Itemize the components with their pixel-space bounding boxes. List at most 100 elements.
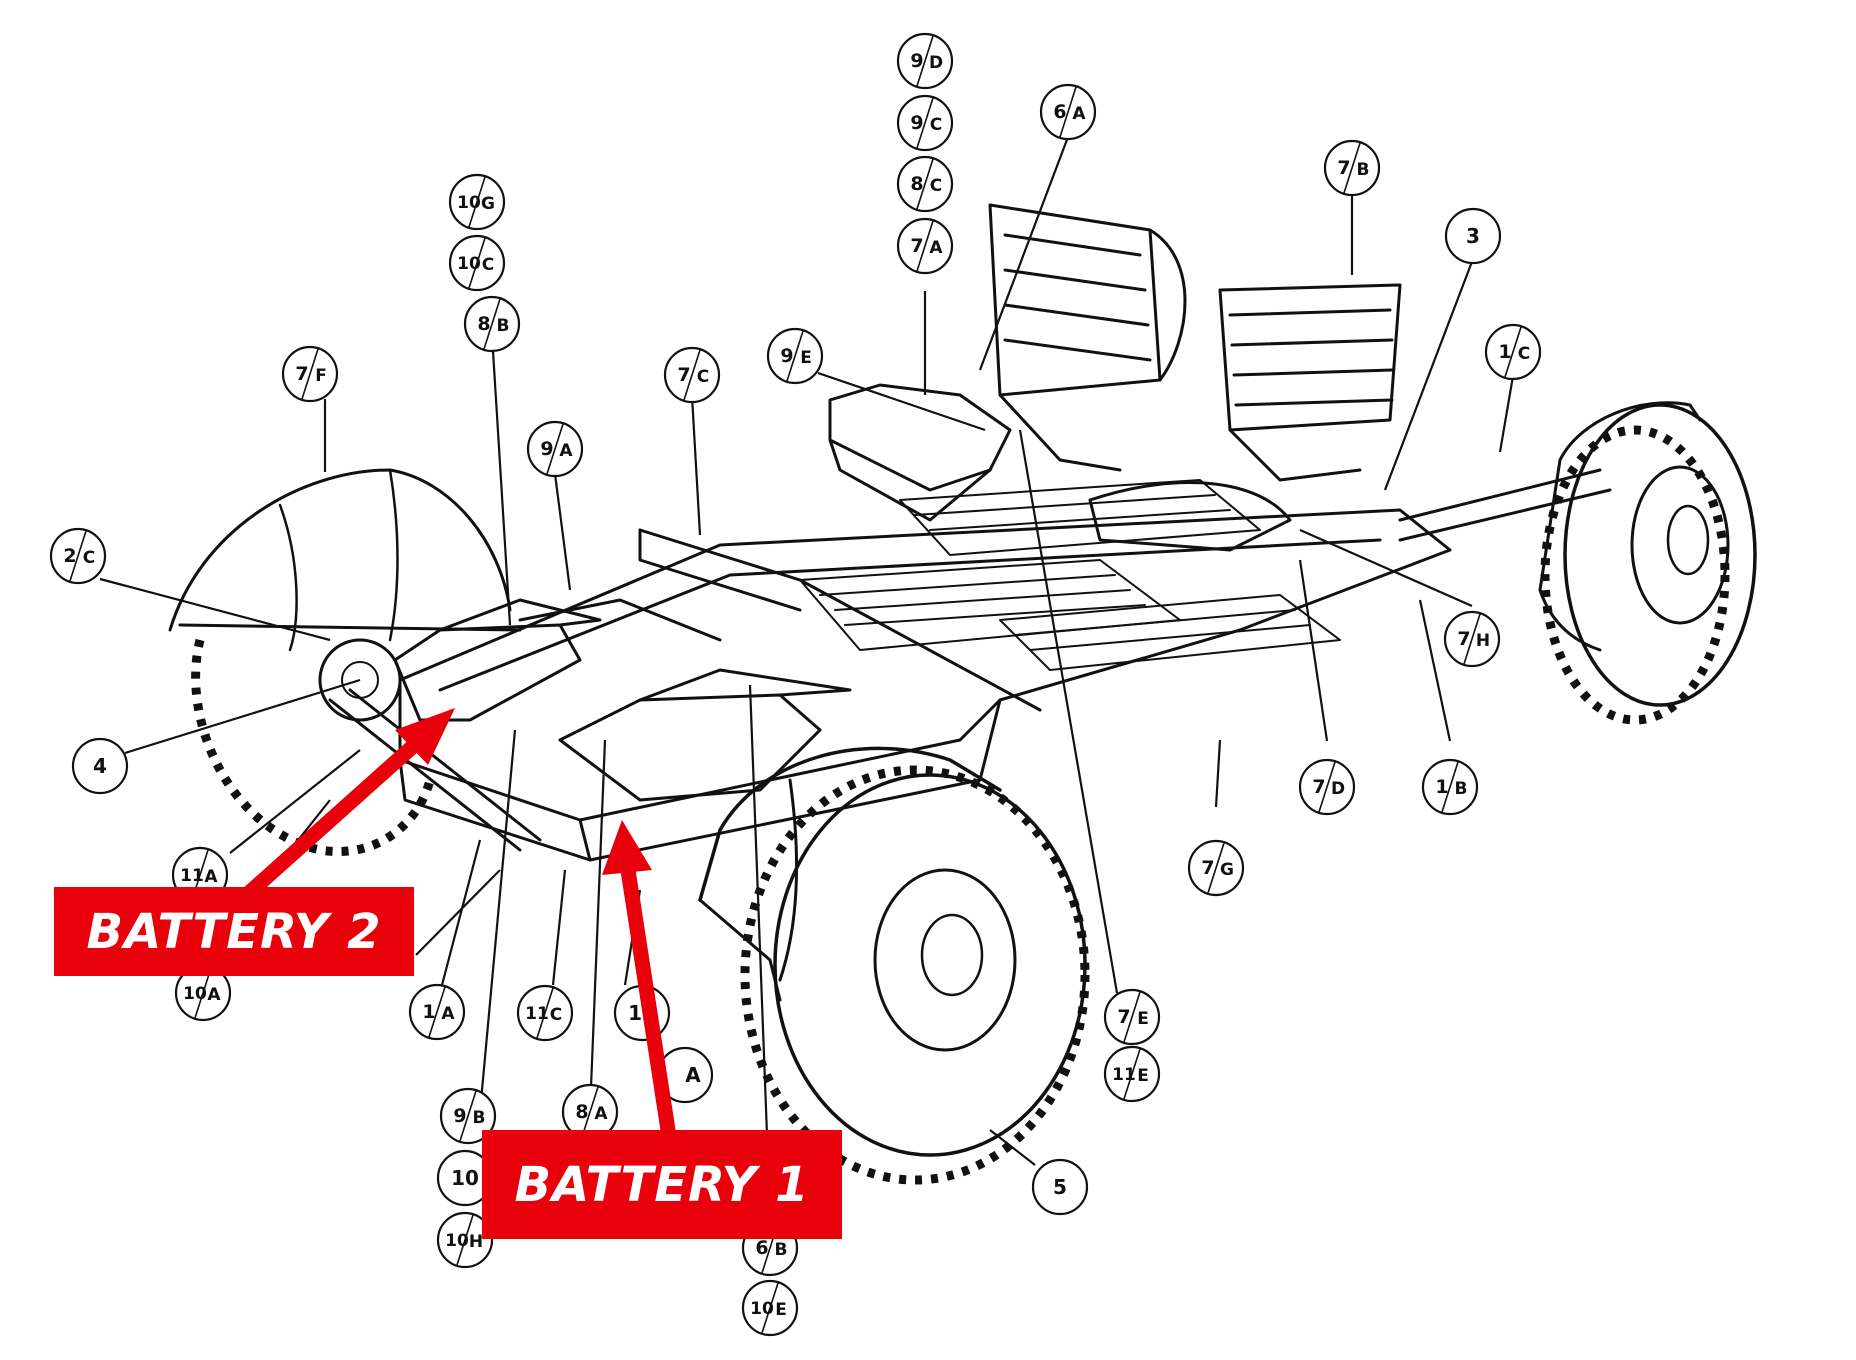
- callout-slash: [1504, 326, 1522, 378]
- callout-letter: D: [929, 53, 943, 73]
- callout-number: 11: [1112, 1065, 1136, 1085]
- callout-slash: [1343, 142, 1361, 194]
- callout-slash: [459, 1090, 477, 1142]
- callout-number: 7: [1337, 157, 1350, 179]
- callout-number: 7: [1201, 857, 1214, 879]
- callout-slash: [194, 967, 212, 1019]
- callout-number: 1: [1435, 776, 1448, 798]
- wheel-front-right: [698, 746, 1090, 1185]
- callout-number: 10: [183, 984, 207, 1004]
- callout-number: 8: [477, 313, 490, 335]
- callout-circle: [1444, 207, 1502, 265]
- wheel-rear-right: [1538, 401, 1757, 725]
- callout-letter: H: [469, 1232, 483, 1252]
- callout-slash: [301, 348, 319, 400]
- callout-number: A: [685, 1063, 701, 1087]
- callout-number: 7: [1117, 1006, 1130, 1028]
- callout-letter: A: [594, 1104, 608, 1124]
- rover-line-art: [328, 203, 1612, 862]
- front-axle: [328, 698, 522, 852]
- callout-number: 7: [677, 364, 690, 386]
- battery-2-label: BATTERY 2: [54, 887, 414, 976]
- callout-number: 7: [910, 235, 923, 257]
- callout-number: 10: [457, 254, 481, 274]
- callout-letter: B: [497, 316, 510, 336]
- callout-slash: [786, 330, 804, 382]
- callout-number: 8: [575, 1101, 588, 1123]
- callout-number: 11: [525, 1004, 549, 1024]
- callout-number: 3: [1466, 224, 1480, 248]
- callout-number: 10: [457, 193, 481, 213]
- leader-lines: [99, 136, 1515, 1215]
- callout-slash: [1059, 86, 1077, 138]
- callout-letter: E: [1137, 1066, 1149, 1086]
- control-console: [828, 383, 1012, 492]
- callout-5: 5: [1031, 1158, 1089, 1216]
- callout-number: 7: [295, 363, 308, 385]
- callout-letter: E: [800, 348, 812, 368]
- callout-slash: [1123, 1048, 1141, 1100]
- callout-letter: C: [83, 548, 95, 568]
- callout-number: 10: [451, 1166, 479, 1190]
- callout-letter: C: [550, 1005, 562, 1025]
- callout-slash: [468, 176, 486, 228]
- callout-slash: [1123, 991, 1141, 1043]
- callout-letter: C: [930, 176, 942, 196]
- callout-number: 7: [1312, 776, 1325, 798]
- callout-number: 1: [422, 1001, 435, 1023]
- wheel-front-left: [168, 468, 522, 856]
- callout-slash: [536, 987, 554, 1039]
- callout-slash: [1463, 613, 1481, 665]
- callout-number: 11: [180, 866, 204, 886]
- callout-number: 10: [445, 1231, 469, 1251]
- callout-slash: [916, 158, 934, 210]
- callout-slash: [1207, 842, 1225, 894]
- battery-1-arrow: [602, 820, 676, 1138]
- callout-letter: B: [1455, 779, 1468, 799]
- callout-slash: [581, 1086, 599, 1138]
- callout-slash: [546, 423, 564, 475]
- callout-number: 6: [1053, 101, 1066, 123]
- callout-letter: B: [473, 1108, 486, 1128]
- callout-letter: A: [441, 1004, 455, 1024]
- callout-10: 10: [436, 1149, 494, 1207]
- callout-slash: [468, 237, 486, 289]
- callout-number: 10: [750, 1299, 774, 1319]
- callout-slash: [428, 986, 446, 1038]
- floor-panels: [799, 479, 1341, 671]
- callout-circle: [1031, 1158, 1089, 1216]
- callout-letter: A: [559, 441, 573, 461]
- callout-number: 9: [540, 438, 553, 460]
- callout-letter: F: [315, 366, 327, 386]
- callout-slash: [761, 1282, 779, 1334]
- callout-letter: G: [1220, 860, 1234, 880]
- callout-letter: B: [775, 1240, 788, 1260]
- chassis-frame-inner: [438, 538, 1382, 692]
- callout-letter: A: [207, 985, 221, 1005]
- callout-letter: G: [481, 194, 495, 214]
- callout-4: 4: [71, 737, 129, 795]
- callout-letter: H: [1476, 631, 1490, 651]
- callout-circle: [71, 737, 129, 795]
- callout-number: 1: [1498, 341, 1511, 363]
- callout-letter: E: [1137, 1009, 1149, 1029]
- callout-number: 9: [780, 345, 793, 367]
